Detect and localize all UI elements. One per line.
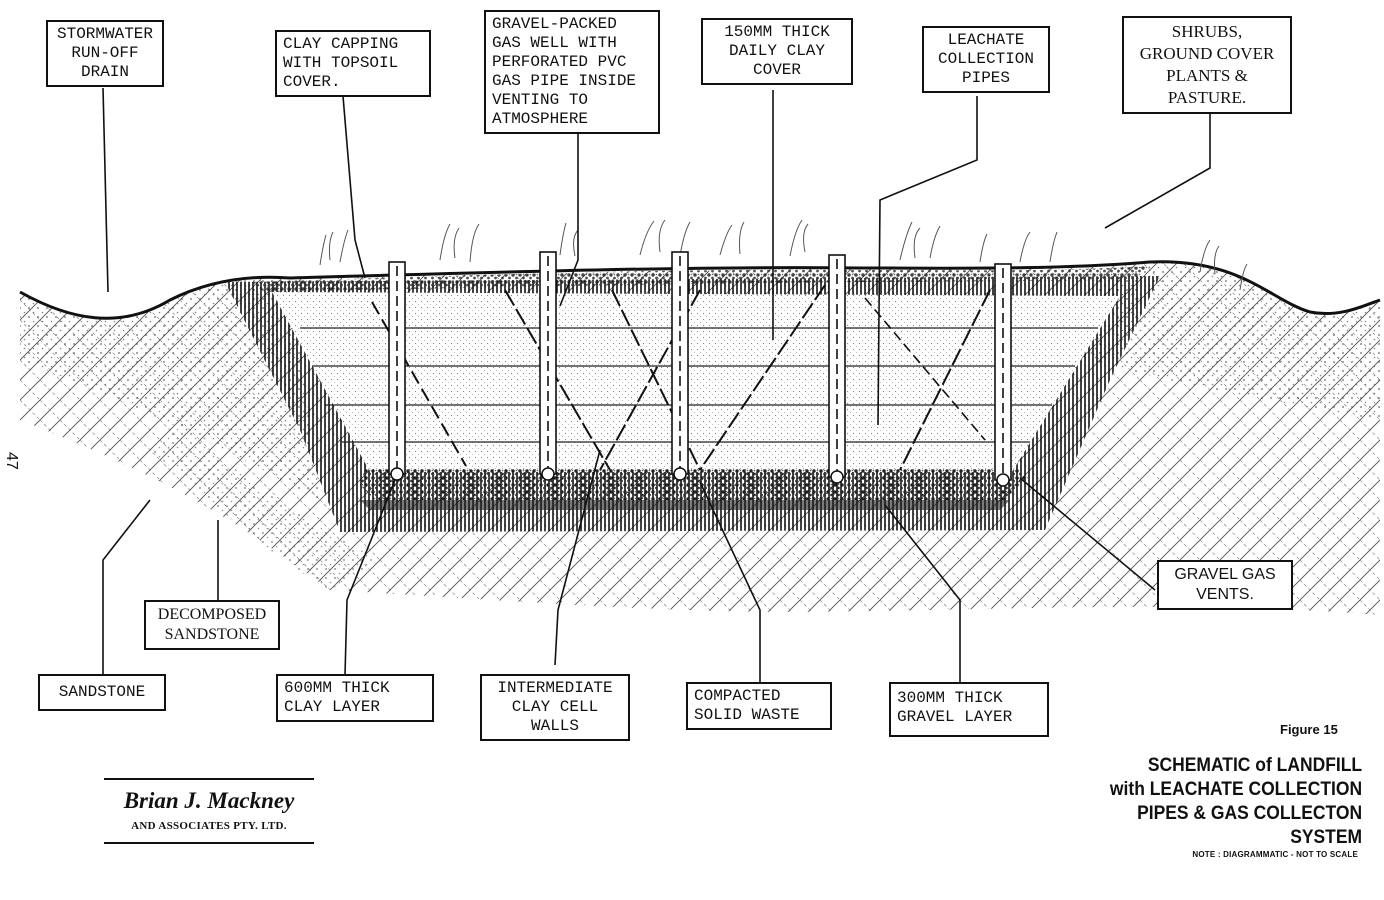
label-line: COVER. [283, 73, 341, 91]
label-decomposed-sandstone: DECOMPOSED SANDSTONE [144, 600, 280, 650]
gas-well [388, 261, 406, 481]
label-line: INTERMEDIATE [497, 679, 613, 697]
label-sandstone: SANDSTONE [38, 674, 166, 711]
label-line: WITH TOPSOIL [283, 54, 399, 72]
label-line: WALLS [530, 717, 579, 735]
label-line: DECOMPOSED [157, 606, 267, 623]
label-line: DRAIN [80, 63, 129, 81]
label-line: RUN-OFF [71, 44, 139, 62]
label-line: ATMOSPHERE [492, 110, 589, 128]
label-line: SOLID WASTE [694, 706, 800, 724]
label-line: COLLECTION [937, 50, 1034, 68]
label-leachate-pipes: LEACHATE COLLECTION PIPES [922, 26, 1050, 93]
label-line: GAS PIPE INSIDE [492, 72, 637, 90]
label-shrubs: SHRUBS, GROUND COVER PLANTS & PASTURE. [1122, 16, 1292, 114]
label-line: SANDSTONE [164, 626, 260, 643]
leader-lines [102, 87, 1211, 682]
vegetation [319, 219, 1248, 291]
label-line: VENTING TO [492, 91, 589, 109]
label-line: GRAVEL LAYER [897, 708, 1013, 726]
gas-well [828, 254, 846, 484]
label-line: PLANTS & [1166, 66, 1248, 85]
label-line: COVER [752, 61, 801, 79]
title-line: SYSTEM [1290, 827, 1362, 848]
label-line: 150mm THICK [724, 23, 830, 41]
label-line: VENTS. [1196, 586, 1254, 603]
figure-title: SCHEMATIC of LANDFILL with LEACHATE COLL… [1110, 754, 1362, 850]
gas-well [671, 251, 689, 481]
label-clay-capping: CLAY CAPPING WITH TOPSOIL COVER. [275, 30, 431, 97]
label-line: STORMWATER [56, 25, 153, 43]
label-line: COMPACTED [694, 687, 781, 705]
label-line: SANDSTONE [58, 683, 146, 701]
gravel-layer [360, 468, 1028, 510]
clay-capping [19, 260, 1381, 320]
label-line: PERFORATED PVC [492, 53, 627, 71]
label-line: GRAVEL GAS [1174, 566, 1276, 583]
label-gravel-layer: 300mm THICK GRAVEL LAYER [889, 682, 1049, 737]
label-line: 300mm THICK [897, 689, 1003, 707]
label-line: GROUND COVER [1139, 44, 1275, 63]
label-line: SHRUBS, [1171, 22, 1243, 41]
figure-number: Figure 15 [1280, 722, 1338, 737]
gas-well [994, 263, 1012, 487]
label-line: GRAVEL-PACKED [492, 15, 617, 33]
label-line: CLAY LAYER [284, 698, 381, 716]
company-brand: Brian J. Mackney AND ASSOCIATES PTY. LTD… [104, 778, 314, 844]
company-subtitle: AND ASSOCIATES PTY. LTD. [131, 820, 287, 832]
label-line: LEACHATE [947, 31, 1025, 49]
label-line: PIPES [961, 69, 1010, 87]
label-clay-layer: 600mm THICK CLAY LAYER [276, 674, 434, 722]
label-daily-clay-cover: 150mm THICK DAILY CLAY COVER [701, 18, 853, 85]
label-stormwater-drain: STORMWATER RUN-OFF DRAIN [46, 20, 164, 87]
label-solid-waste: COMPACTED SOLID WASTE [686, 682, 832, 730]
label-line: CLAY CELL [511, 698, 599, 716]
scale-note: NOTE : DIAGRAMMATIC - NOT TO SCALE [1192, 850, 1358, 859]
label-line: GAS WELL WITH [492, 34, 617, 52]
title-line: with LEACHATE COLLECTION [1109, 779, 1362, 800]
company-name: Brian J. Mackney [123, 788, 295, 813]
gas-well [539, 251, 557, 481]
page-number: 47 [3, 452, 20, 470]
label-line: CLAY CAPPING [283, 35, 399, 53]
gas-wells [388, 251, 1012, 487]
label-line: PASTURE. [1167, 88, 1247, 107]
label-cell-walls: INTERMEDIATE CLAY CELL WALLS [480, 674, 630, 741]
label-line: 600mm THICK [284, 679, 390, 697]
title-line: SCHEMATIC of LANDFILL [1147, 755, 1362, 776]
label-line: DAILY CLAY [728, 42, 825, 60]
label-gravel-gas-vents: GRAVEL GAS VENTS. [1157, 560, 1293, 610]
label-gas-well: GRAVEL-PACKED GAS WELL WITH PERFORATED P… [484, 10, 660, 134]
title-line: PIPES & GAS COLLECTON [1136, 803, 1362, 824]
